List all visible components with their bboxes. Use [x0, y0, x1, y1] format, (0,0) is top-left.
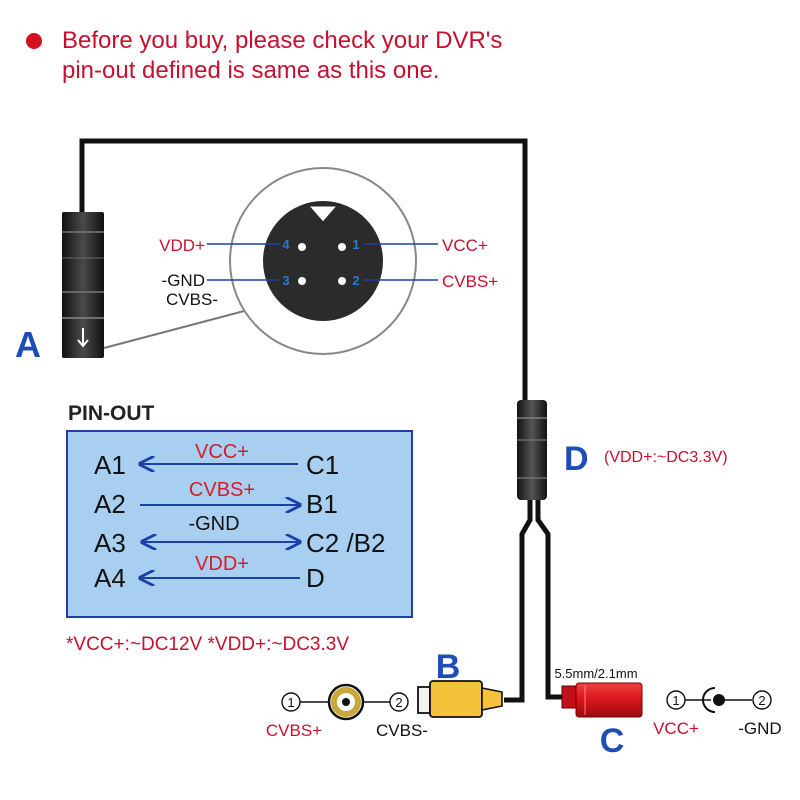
pin-3-label-line2: CVBS-	[166, 290, 218, 309]
connector-c-letter: C	[600, 722, 625, 760]
connector-c-pin-1: 1	[666, 690, 686, 710]
connector-a-plug	[62, 212, 104, 358]
connector-b-label-1: CVBS+	[266, 721, 322, 740]
connector-b-rca-plug	[417, 680, 503, 718]
connector-c-label-1: VCC+	[653, 719, 699, 738]
connector-b-jack-icon	[327, 683, 365, 721]
main-cable	[79, 138, 563, 703]
pinout-row-2-right: B1	[306, 489, 338, 519]
connector-c-size: 5.5mm/2.1mm	[554, 666, 637, 681]
pin-leader-lines	[207, 243, 438, 281]
pin-1-label: VCC+	[442, 236, 488, 255]
connector-d-note: (VDD+:~DC3.3V)	[604, 449, 728, 466]
connector-d-letter: D	[564, 440, 589, 478]
pinout-row-2-signal: CVBS+	[189, 479, 255, 501]
pin-4	[298, 243, 306, 251]
connector-a-callout-line	[103, 309, 249, 349]
connector-a-face	[229, 167, 417, 355]
svg-text:2: 2	[395, 695, 402, 710]
connector-c-dc-plug	[561, 682, 643, 718]
svg-text:2: 2	[758, 693, 765, 708]
notice-line-2: pin-out defined is same as this one.	[62, 57, 440, 84]
connector-c-pin-2: 2	[752, 690, 772, 710]
pinout-row-4-left: A4	[94, 563, 126, 593]
pin-2-number: 2	[352, 273, 359, 288]
pinout-rows: A1 VCC+ C1 A2 CVBS+ B1 A3 -GND C2 /B2 A4…	[94, 441, 386, 593]
pinout-title: PIN-OUT	[68, 402, 155, 425]
notice-line-1: Before you buy, please check your DVR's	[62, 27, 503, 54]
connector-b-pin-1: 1	[281, 692, 301, 712]
notice-text: Before you buy, please check your DVR's …	[62, 26, 502, 86]
connector-b-label-2: CVBS-	[376, 721, 428, 740]
connector-b-letter: B	[436, 648, 461, 686]
pinout-row-4-right: D	[306, 563, 325, 593]
svg-text:1: 1	[287, 695, 294, 710]
pin-4-number: 4	[282, 237, 290, 252]
pin-2-label: CVBS+	[442, 272, 498, 291]
pinout-row-1-left: A1	[94, 450, 126, 480]
connector-a-letter: A	[15, 324, 41, 365]
pin-2	[338, 277, 346, 285]
pin-3	[298, 277, 306, 285]
pinout-row-3-left: A3	[94, 528, 126, 558]
pin-4-label: VDD+	[159, 236, 205, 255]
connector-b-pin-2: 2	[389, 692, 409, 712]
svg-text:1: 1	[672, 693, 679, 708]
pin-3-label-line1: -GND	[162, 271, 205, 290]
connector-c-jack-icon	[685, 687, 752, 713]
pinout-box	[66, 430, 413, 618]
bullet-dot	[26, 33, 42, 49]
pinout-row-3-signal: -GND	[188, 513, 239, 535]
connector-d-body	[517, 400, 547, 500]
pin-1-number: 1	[352, 237, 359, 252]
pinout-row-4-signal: VDD+	[195, 553, 249, 575]
connector-c-label-2: -GND	[738, 719, 781, 738]
pinout-row-1-right: C1	[306, 450, 339, 480]
pinout-row-1-signal: VCC+	[195, 441, 249, 463]
pinout-footnote: *VCC+:~DC12V *VDD+:~DC3.3V	[66, 634, 349, 655]
pinout-row-3-right: C2 /B2	[306, 528, 386, 558]
pin-3-number: 3	[282, 273, 289, 288]
pinout-row-2-left: A2	[94, 489, 126, 519]
pin-1	[338, 243, 346, 251]
